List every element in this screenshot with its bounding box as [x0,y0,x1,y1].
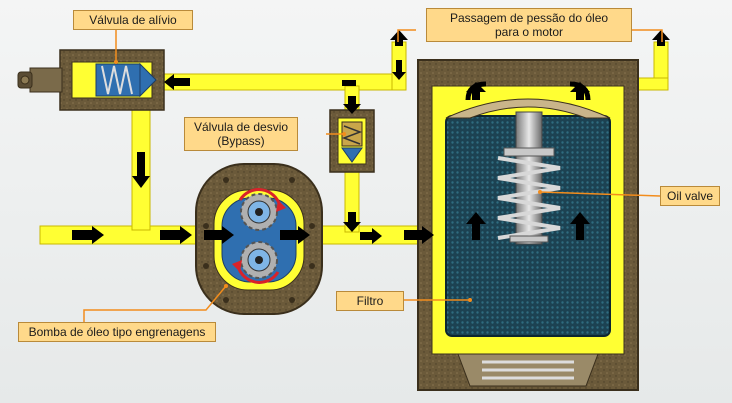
rotation-arrow-upper [238,188,282,207]
bypass-valve [329,109,375,173]
label-oil-passage-line2: para o motor [494,25,564,39]
label-bypass-valve: Válvula de desvio (Bypass) [184,117,298,151]
rotation-arrow-lower [236,265,280,284]
label-bypass-line1: Válvula de desvio [193,120,289,134]
top-oil-line [159,73,405,91]
oil-lines [39,41,669,245]
flow-arrows [72,30,670,244]
valve-spring [497,156,561,240]
relief-valve [17,49,165,111]
label-oil-passage: Passagem de pessão do óleo para o motor [426,8,632,42]
label-relief-valve: Válvula de alívio [73,10,193,30]
label-oil-passage-line1: Passagem de pessão do óleo [449,11,609,25]
label-gear-pump: Bomba de óleo tipo engrenagens [18,322,216,342]
lower-gear [240,241,278,279]
oil-filter [417,59,639,391]
label-filter: Filtro [336,291,404,311]
leader-lines [83,26,663,322]
label-bypass-line2: (Bypass) [217,134,265,148]
upper-gear [240,193,278,231]
label-oil-valve: Oil valve [660,186,720,206]
gear-pump [195,163,323,315]
